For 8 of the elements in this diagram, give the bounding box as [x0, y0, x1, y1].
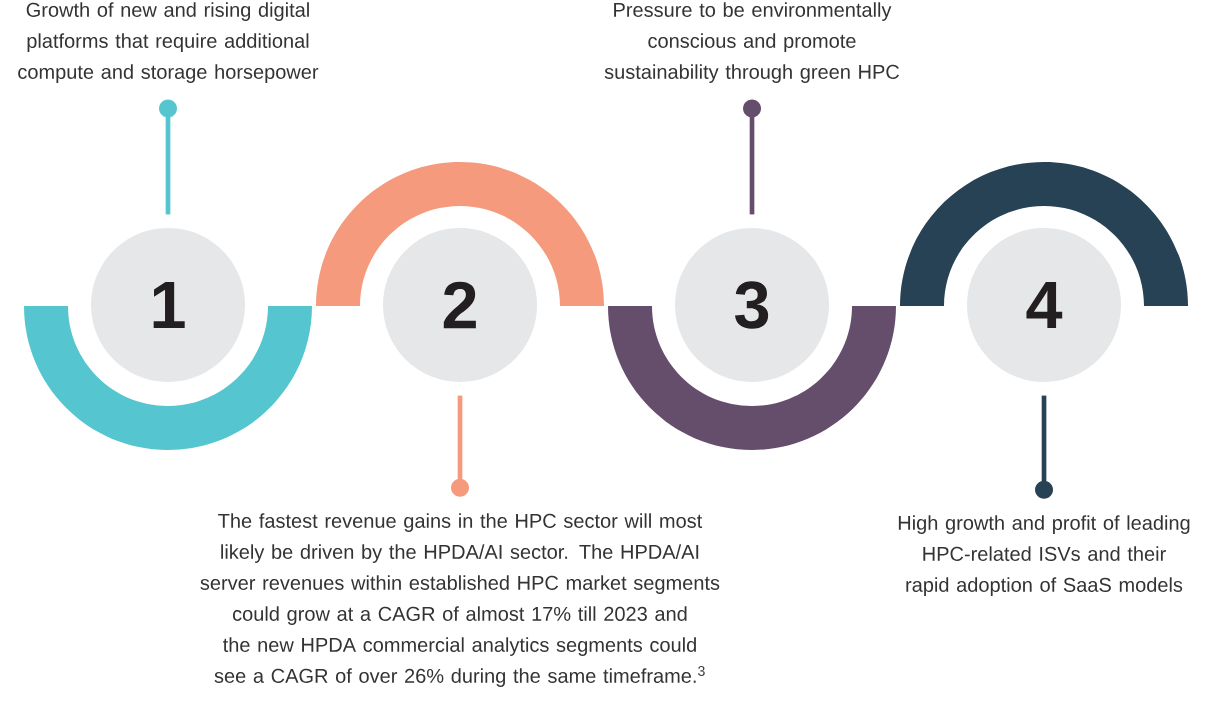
leader-line	[159, 99, 177, 215]
leader-line	[743, 99, 761, 215]
description-text: The fastest revenue gains in the HPC sector will most likely be driven by the HPDA/AI sector. The HPDA/AI server revenues within established HPC market segments could grow at a CAGR of almost 17% till 2023 and the new HPDA commercial analytics segments could see a CAGR of over 26% during the same timeframe.$^{3}$	[200, 513, 720, 687]
description-text: Pressure to be environmentally conscious and promote sustainability through green HPC	[604, 2, 900, 83]
description-text: High growth and profit of leading HPC-related ISVs and their rapid adoption of SaaS models	[898, 515, 1190, 596]
leader-line	[451, 395, 469, 497]
leader-line	[1035, 395, 1053, 499]
description-text: Growth of new and rising digital platforms that require additional compute and storage horsepower	[18, 2, 319, 83]
